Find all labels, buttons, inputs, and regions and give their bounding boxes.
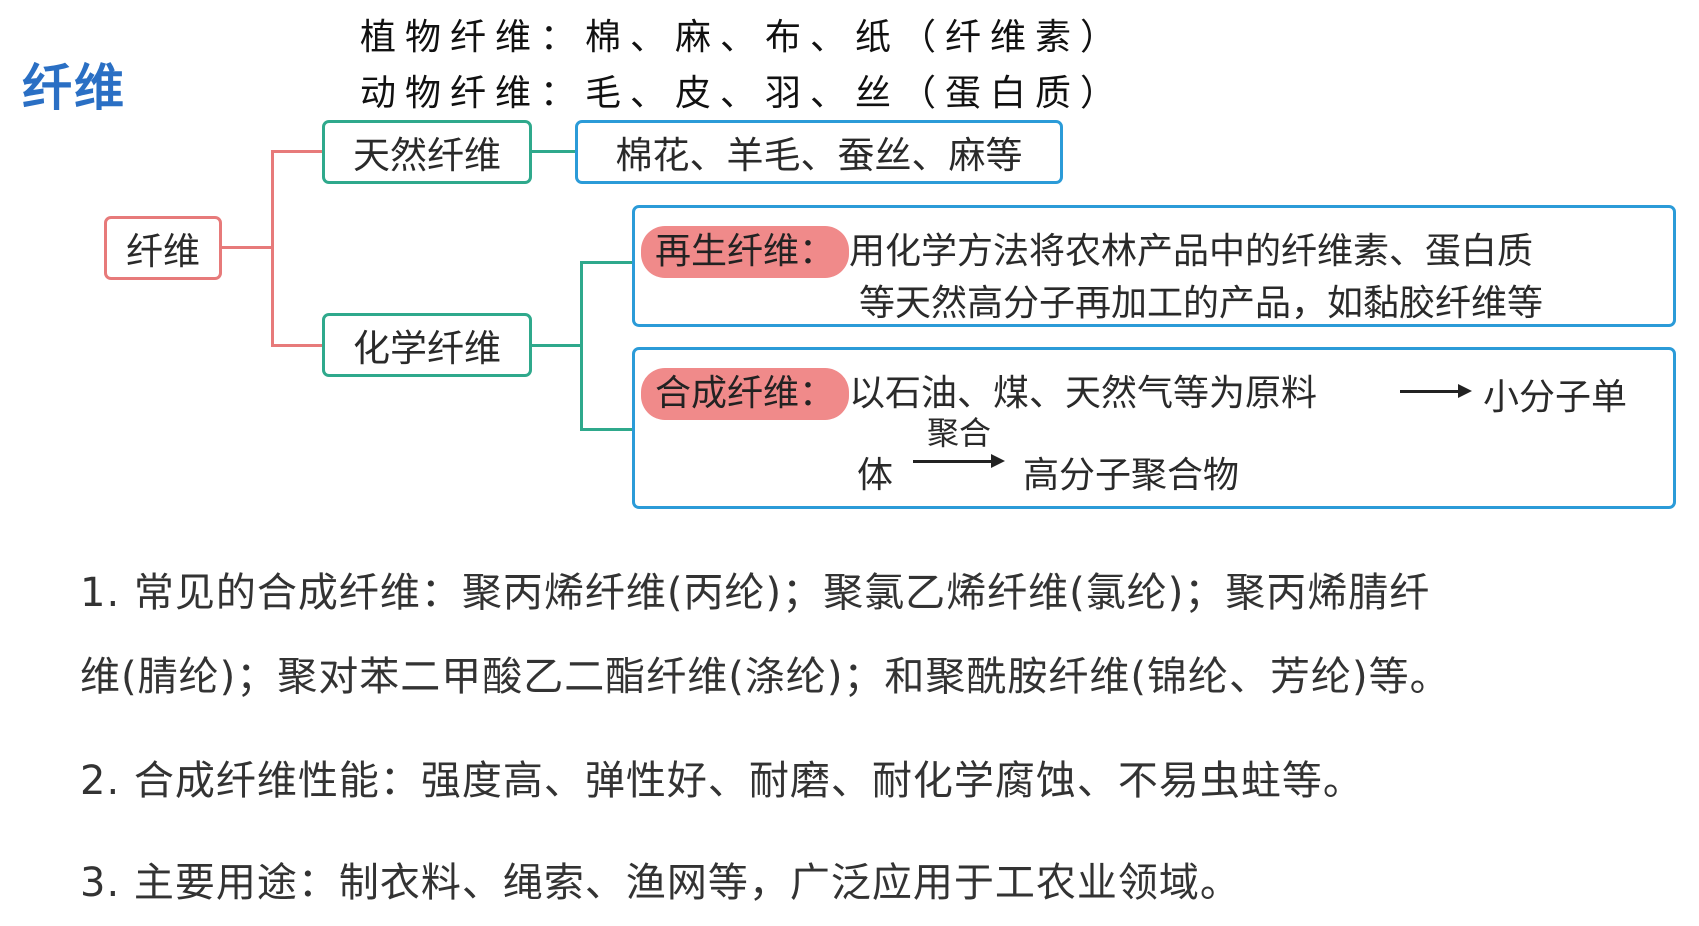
root-connector-to-natural [271,150,323,153]
root-connector-stub [220,246,272,249]
polymerization-arrow-head [991,454,1005,468]
node-natural-fiber: 天然纤维 [322,120,532,184]
synthetic-fiber-desc-line1-end: 小分子单 [1483,377,1628,418]
chemical-connector-vertical [580,261,583,430]
root-node-fiber: 纤维 [104,216,222,280]
polymerization-arrow-label: 聚合 [927,414,992,452]
node-synthetic-fiber: 合成纤维：以石油、煤、天然气等为原料 小分子单 体 聚合 高分子聚合物 [632,347,1676,509]
regenerated-fiber-tag: 再生纤维： [641,226,850,278]
arrow-to-monomer-line [1400,390,1460,393]
note-plant-fiber: 植物纤维：棉、麻、布、纸（纤维素） [360,17,1126,58]
chemical-connector-to-synthetic [580,428,634,431]
synthetic-fiber-desc-line1: 以石油、煤、天然气等为原料 [849,373,1318,414]
point-1-line1: 1. 常见的合成纤维：聚丙烯纤维(丙纶)；聚氯乙烯纤维(氯纶)；聚丙烯腈纤 [80,570,1431,616]
node-natural-examples: 棉花、羊毛、蚕丝、麻等 [575,120,1063,184]
node-chemical-fiber: 化学纤维 [322,313,532,377]
node-regenerated-fiber: 再生纤维：用化学方法将农林产品中的纤维素、蛋白质 等天然高分子再加工的产品，如黏… [632,205,1676,327]
regenerated-fiber-desc-line2: 等天然高分子再加工的产品，如黏胶纤维等 [859,283,1544,324]
page-title: 纤维 [22,59,126,117]
chemical-connector-to-regenerated [580,261,634,264]
point-2: 2. 合成纤维性能：强度高、弹性好、耐磨、耐化学腐蚀、不易虫蛀等。 [80,758,1364,804]
root-connector-to-chemical [271,344,323,347]
chemical-connector-stub [532,344,582,347]
note-animal-fiber: 动物纤维：毛、皮、羽、丝（蛋白质） [360,73,1126,114]
synthetic-fiber-desc-line2-start: 体 [857,455,894,496]
point-3: 3. 主要用途：制衣料、绳索、渔网等，广泛应用于工农业领域。 [80,860,1241,906]
natural-connector [532,150,576,153]
regenerated-fiber-desc-line1: 用化学方法将农林产品中的纤维素、蛋白质 [849,231,1534,272]
synthetic-fiber-desc-line2-end: 高分子聚合物 [1023,455,1240,496]
root-connector-vertical [271,150,274,346]
point-1-line2: 维(腈纶)；聚对苯二甲酸乙二酯纤维(涤纶)；和聚酰胺纤维(锦纶、芳纶)等。 [80,654,1451,700]
synthetic-fiber-tag: 合成纤维： [641,368,850,420]
polymerization-arrow-line [913,460,993,463]
arrow-to-monomer-head [1458,384,1472,398]
